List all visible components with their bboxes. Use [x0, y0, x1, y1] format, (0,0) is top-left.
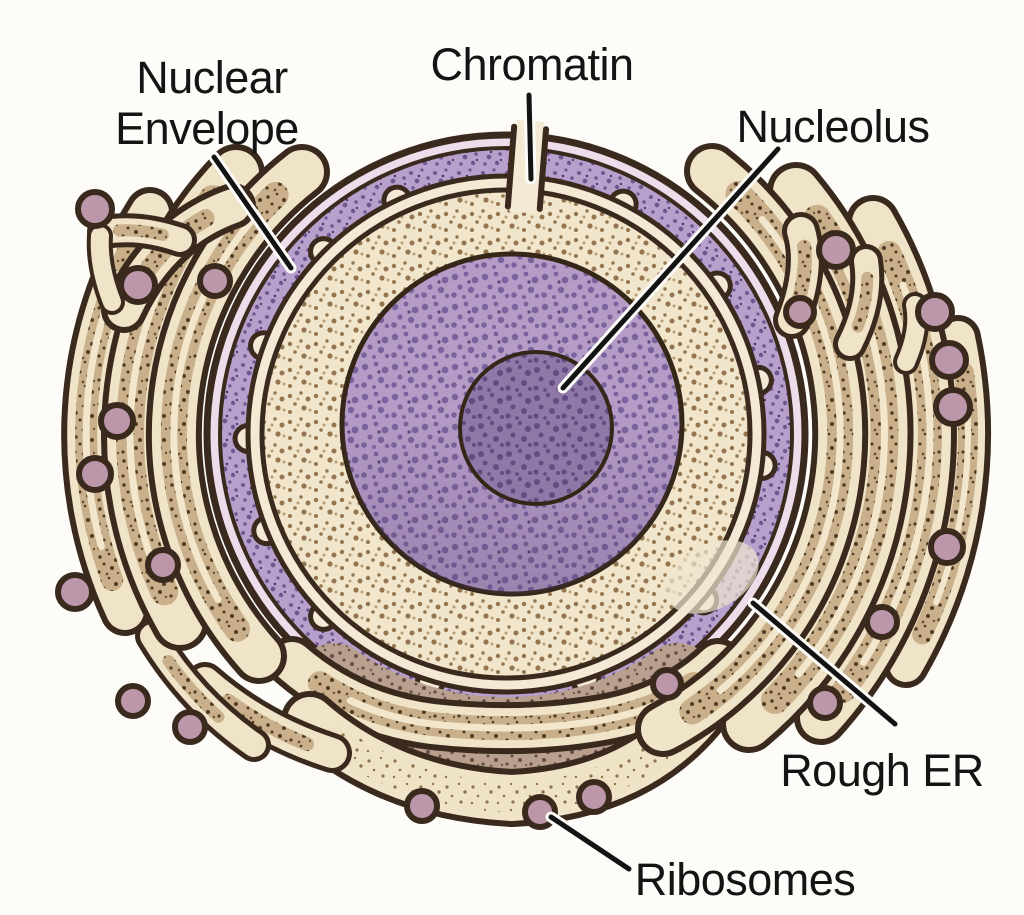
er-cisterna: [906, 305, 916, 362]
ribosome: [115, 683, 151, 719]
ribosomes-group: [55, 189, 973, 830]
ribosome: [98, 402, 136, 440]
leader-chromatin: [523, 89, 537, 185]
leader-lines: [208, 89, 901, 875]
ribosome: [197, 263, 233, 299]
ribosome: [404, 788, 440, 824]
ribosome: [650, 667, 684, 701]
ribosome: [576, 779, 612, 815]
er-cisterna: [850, 261, 867, 344]
nucleolus-region: [458, 350, 614, 506]
label-ribosomes: Ribosomes: [635, 854, 856, 905]
label-nucleolus: Nucleolus: [736, 101, 929, 152]
ribosome: [915, 292, 955, 332]
rough-er-bottom: [152, 636, 718, 798]
ribosome: [929, 340, 969, 380]
er-cisterna: [104, 230, 180, 240]
label-nuclear-envelope-line2: Envelope: [115, 103, 299, 154]
label-rough-er: Rough ER: [780, 745, 984, 796]
er-highlight-wash: [665, 540, 759, 614]
ribosome: [783, 295, 817, 329]
ribosome: [76, 455, 114, 493]
ribosome: [816, 230, 856, 270]
leader-nuclear-envelope: [208, 151, 297, 274]
ribosome: [928, 528, 966, 566]
er-cisterna: [100, 236, 112, 302]
ribosome: [807, 685, 843, 721]
ribosome: [145, 547, 181, 583]
leader-ribosomes: [545, 811, 635, 875]
label-chromatin: Chromatin: [430, 39, 633, 90]
leader-rough-er: [747, 597, 901, 730]
ribosome: [118, 265, 158, 305]
ribosome: [172, 709, 208, 745]
nucleus: [203, 119, 809, 737]
ribosome: [933, 387, 973, 427]
ribosome: [75, 189, 115, 229]
leader-nucleolus: [557, 143, 784, 394]
ribosome: [864, 604, 900, 640]
labels: Nuclear Envelope Chromatin Nucleolus Rou…: [115, 39, 984, 905]
label-nuclear-envelope-line1: Nuclear: [136, 52, 288, 103]
ribosome: [55, 572, 95, 612]
